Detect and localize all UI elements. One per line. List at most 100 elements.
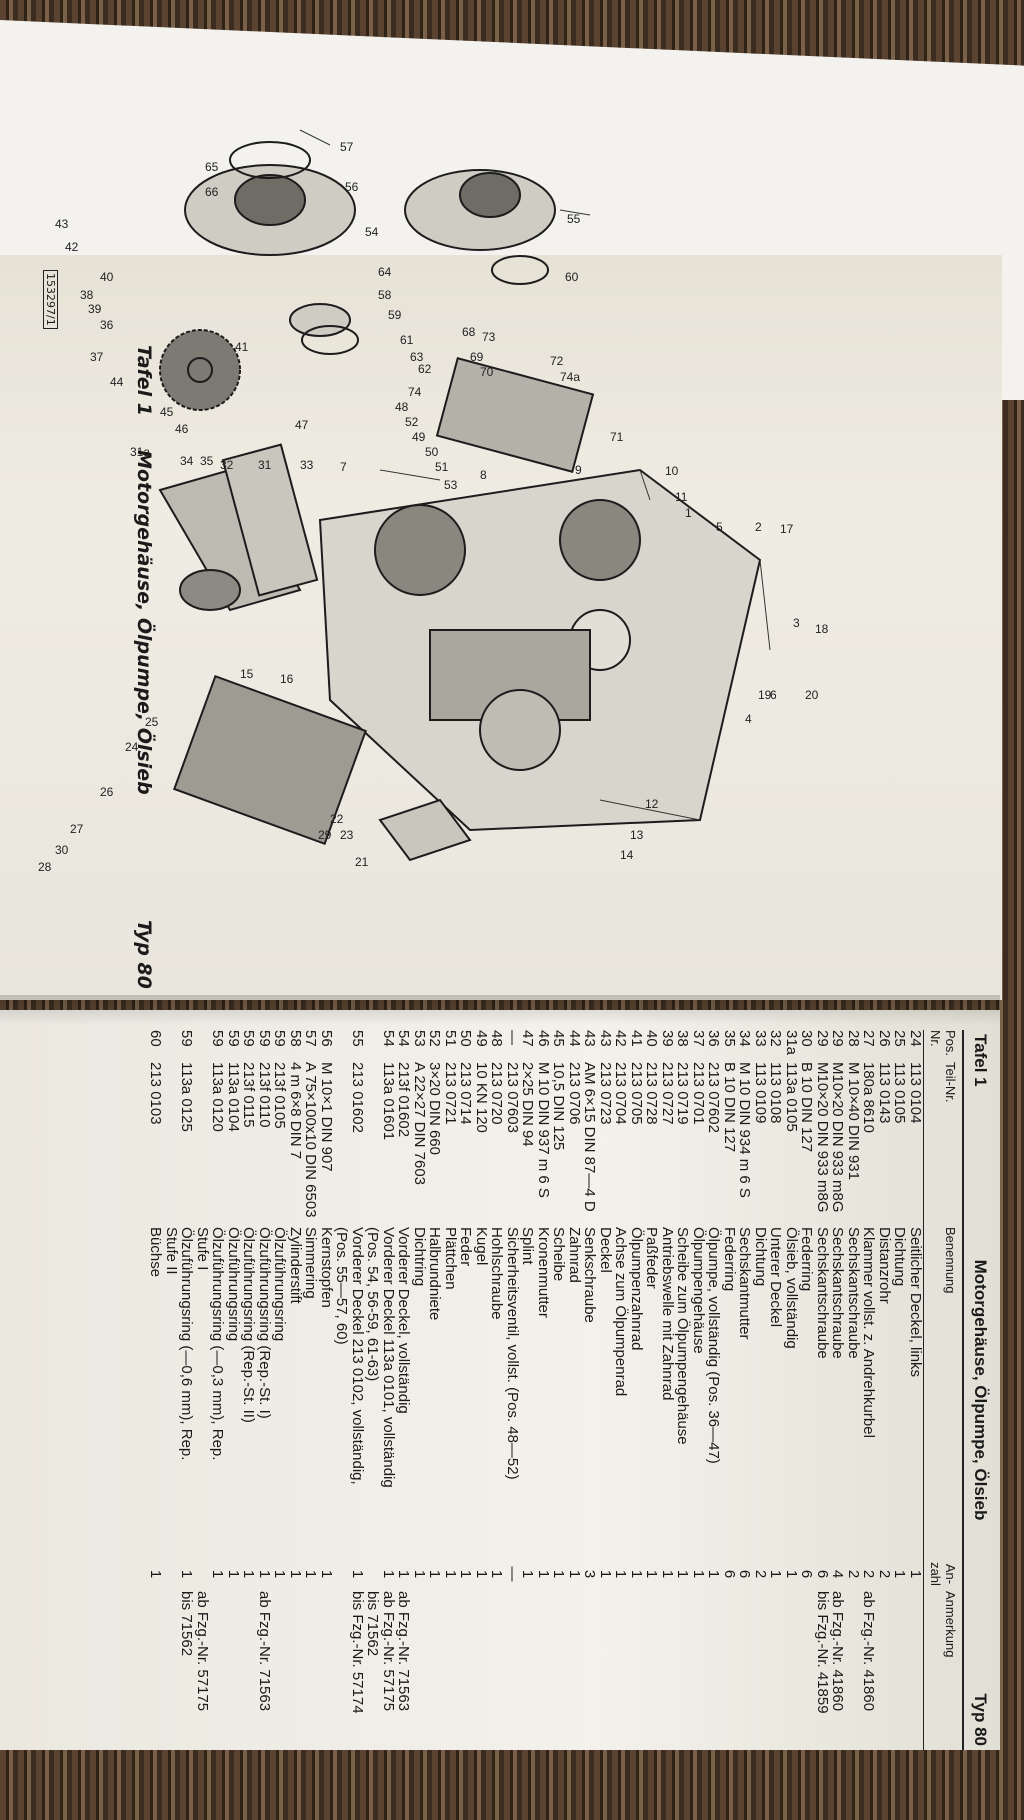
row-pos: 46 <box>535 1030 552 1047</box>
row-anmerkung <box>489 1591 505 1741</box>
row-pos: 24 <box>907 1030 924 1047</box>
drawing-stamp: 153297/1 <box>43 270 58 329</box>
callout-60: 60 <box>565 270 579 284</box>
row-anmerkung <box>288 1591 304 1741</box>
row-anmerkung <box>551 1591 567 1741</box>
row-benennung: Sechskantmutter <box>736 1227 754 1340</box>
row-pos: 55 <box>349 1030 366 1047</box>
row-anmerkung <box>799 1591 815 1741</box>
row-pos: 29 <box>829 1030 847 1047</box>
callout-18: 18 <box>815 622 829 636</box>
parts-table: Tafel 1 Motorgehäuse, Ölpumpe, Ölsieb Ty… <box>148 1030 990 1750</box>
row-pos: 41 <box>628 1030 645 1047</box>
row-pos: 59 <box>271 1030 289 1047</box>
callout-15: 15 <box>240 667 254 681</box>
callout-32: 32 <box>220 458 234 472</box>
row-anmerkung: bis Fzg.-Nr. 41859 <box>814 1591 831 1714</box>
row-anzahl: 1 <box>178 1569 196 1579</box>
row-benennung: Federring <box>721 1227 738 1292</box>
row-benennung: Zahnrad <box>566 1227 583 1283</box>
callout-9: 9 <box>575 463 582 477</box>
row-anmerkung <box>892 1591 908 1741</box>
row-pos: 28 <box>845 1030 862 1047</box>
callout-53: 53 <box>444 478 458 492</box>
row-benennung: Distanzrohr <box>876 1227 893 1304</box>
callout-6: 6 <box>770 688 777 702</box>
row-teil-nr: 113a 0105 <box>783 1062 800 1132</box>
row-benennung: (Pos. 55—57, 60) <box>333 1227 351 1345</box>
row-anzahl: 1 <box>457 1569 475 1579</box>
row-anmerkung <box>148 1591 164 1741</box>
callout-10: 10 <box>665 464 679 478</box>
row-anmerkung <box>644 1591 660 1741</box>
row-anzahl: 1 <box>519 1569 537 1579</box>
row-teil-nr: 113 0143 <box>876 1062 893 1124</box>
row-pos: 59 <box>240 1030 258 1047</box>
row-pos <box>195 1030 211 1062</box>
row-anzahl <box>164 1557 180 1591</box>
row-teil-nr: 213 0721 <box>442 1062 459 1125</box>
row-anzahl <box>365 1557 381 1591</box>
row-pos <box>164 1030 180 1062</box>
row-pos: 50 <box>457 1030 475 1047</box>
row-pos <box>365 1030 381 1062</box>
callout-43: 43 <box>55 217 69 231</box>
row-anmerkung <box>164 1591 180 1741</box>
row-anzahl: 1 <box>395 1569 413 1579</box>
row-pos: 54 <box>380 1030 397 1047</box>
row-benennung: Dichtung <box>752 1227 769 1287</box>
row-pos <box>334 1030 350 1062</box>
row-anzahl: 1 <box>659 1569 676 1579</box>
row-anzahl: 1 <box>612 1569 630 1579</box>
callout-48: 48 <box>395 400 409 414</box>
right-plate-title: Tafel 1 <box>971 1034 990 1087</box>
row-anmerkung <box>691 1591 707 1741</box>
row-pos: 59 <box>178 1030 196 1047</box>
row-anmerkung: ab Fzg.-Nr. 71563 <box>256 1591 273 1712</box>
row-teil-nr: 113a 0104 <box>225 1062 242 1132</box>
row-benennung: Scheibe zum Ölpumpengehäuse <box>674 1227 692 1445</box>
callout-19: 19 <box>758 688 772 702</box>
row-pos: 39 <box>659 1030 676 1047</box>
left-type-label: Typ 80 <box>133 920 155 989</box>
row-pos: 26 <box>876 1030 893 1047</box>
row-teil-nr: 213 0705 <box>628 1062 645 1125</box>
callout-50: 50 <box>425 445 439 459</box>
row-anzahl <box>334 1557 350 1591</box>
callout-46: 46 <box>175 422 189 436</box>
callout-23: 23 <box>340 828 354 842</box>
row-teil-nr: 113 0108 <box>767 1062 785 1124</box>
row-teil-nr: 213 0727 <box>659 1062 676 1125</box>
row-anzahl: 3 <box>581 1569 599 1579</box>
callout-31: 31 <box>258 458 272 472</box>
row-benennung: Ölzuführungsring (Rep.-St. I) <box>256 1227 273 1419</box>
row-anmerkung <box>303 1591 319 1741</box>
callout-30-a: 30 <box>55 843 69 857</box>
row-teil-nr: 213 0103 <box>147 1062 165 1125</box>
callout-73: 73 <box>482 330 496 344</box>
row-benennung: Federring <box>798 1227 816 1292</box>
row-teil-nr: 213 0706 <box>566 1062 583 1125</box>
row-pos: 59 <box>225 1030 242 1047</box>
row-anzahl: 6 <box>798 1569 816 1579</box>
row-benennung: Antriebswelle mit Zahnrad <box>659 1227 676 1401</box>
col-anzahl: An- zahl <box>928 1562 958 1586</box>
row-teil-nr: 213 0719 <box>674 1062 692 1125</box>
row-teil-nr: 113a 01601 <box>380 1062 397 1141</box>
row-teil-nr: 113 0104 <box>907 1062 924 1124</box>
row-benennung: Ölzuführungsring (—0,3 mm), Rep. <box>209 1227 227 1461</box>
row-anzahl: 1 <box>256 1569 273 1579</box>
